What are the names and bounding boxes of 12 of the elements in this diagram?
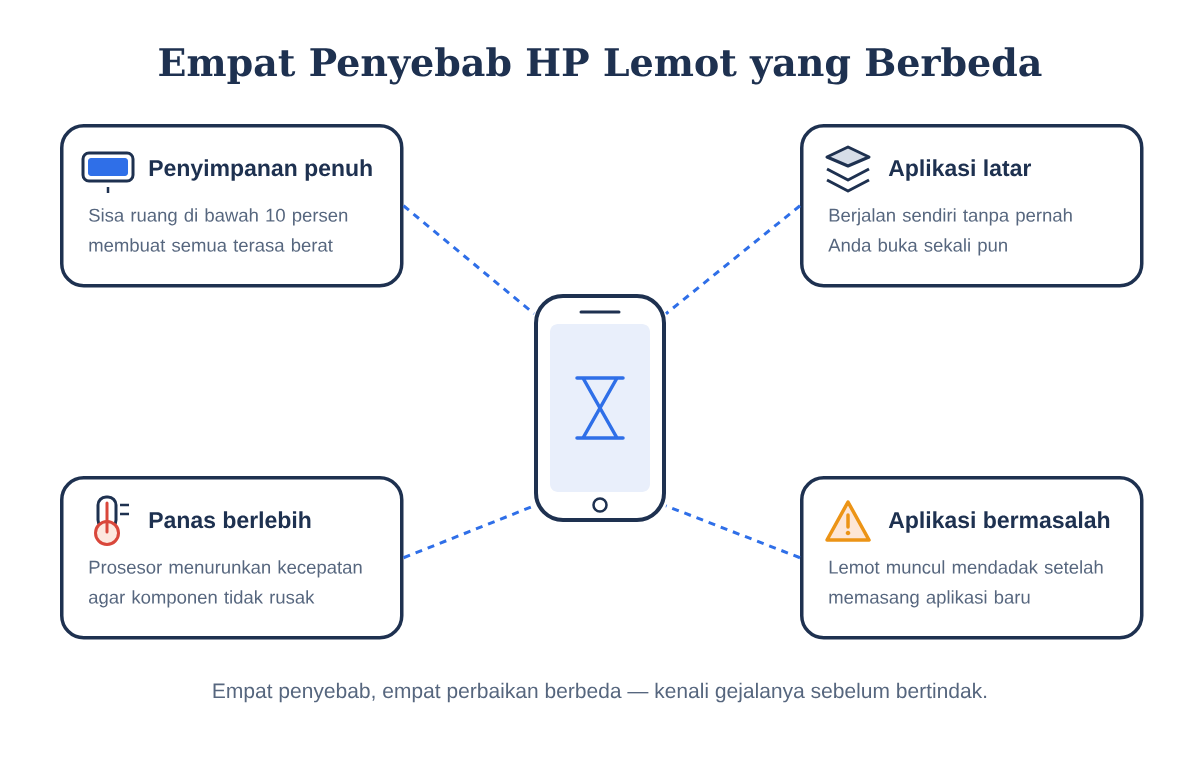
card-text: Berjalan sendiri tanpa pernah Anda buka sekali pun [828,208,1072,256]
card-title: Panas berlebih [149,511,311,529]
card-text: Prosesor menurunkan kecepatan agar komponen tidak rusak [89,560,362,608]
card-text: Lemot muncul mendadak setelah memasang aplikasi baru [829,560,1103,608]
dashed-connector [665,204,801,315]
title: Empat Penyebab HP Lemot yang Berbeda [159,47,1042,85]
dashed-connector [665,504,801,560]
card-title: Aplikasi latar [888,159,1031,181]
card-text: Sisa ruang di bawah 10 persen membuat semua terasa berat [89,208,348,252]
card-title: Penyimpanan penuh [149,159,372,181]
card-title: Aplikasi bermasalah [888,511,1110,533]
caption: Empat penyebab, empat perbaikan berbeda — kenali gejalanya sebelum bertindak. [213,682,987,703]
